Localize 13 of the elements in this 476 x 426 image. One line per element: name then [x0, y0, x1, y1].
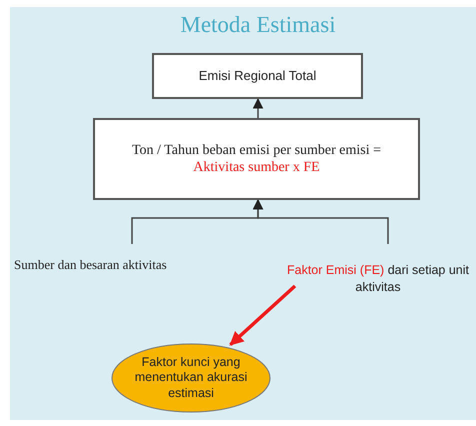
title: Metoda Estimasi — [179, 11, 337, 39]
node-text: Sumber dan besaran aktivitas — [14, 256, 167, 274]
arrow — [252, 98, 264, 118]
formula-text: Aktivitas sumber x FE — [193, 159, 320, 176]
arrow — [252, 198, 389, 244]
node-text: Emisi Regional Total — [198, 67, 316, 86]
process-box — [93, 118, 420, 200]
process-box — [152, 53, 363, 99]
node-text: Faktor Emisi (FE) dari setiap unit aktivitas — [286, 262, 470, 296]
arrow — [229, 284, 296, 346]
node-text: Ton / Tahun beban emisi per sumber emisi = — [132, 142, 382, 159]
node-text: Faktor kunci yang menentukan akurasi estimasi — [134, 354, 248, 402]
ellipse-node — [111, 343, 271, 413]
